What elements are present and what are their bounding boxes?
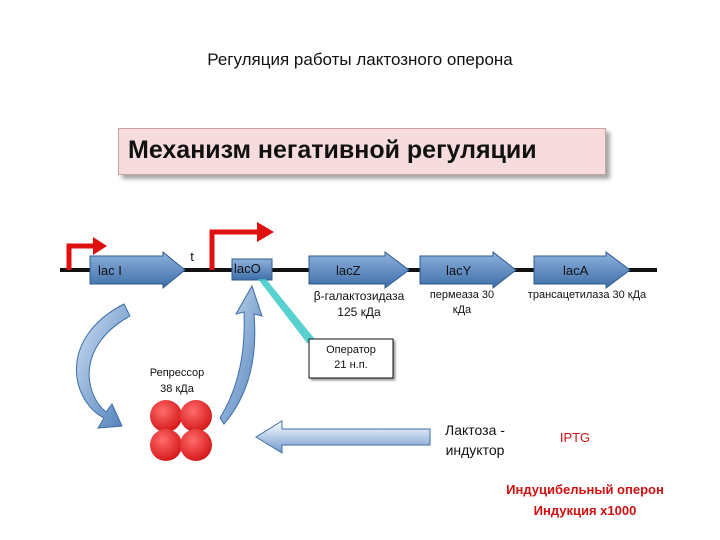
operator-label: Оператор — [326, 344, 376, 356]
gene-label-lacy: lacY — [446, 263, 472, 278]
operator-size: 21 н.п. — [334, 359, 368, 371]
slide-title: Регуляция работы лактозного оперона — [207, 50, 513, 69]
repressor-subunit-3 — [150, 429, 182, 461]
promoter-arrowhead-laco — [257, 222, 274, 242]
footer-line-1: Индуцибельный оперон — [506, 482, 664, 497]
promoter-arrow-laci — [66, 243, 96, 270]
t-label: t — [190, 249, 194, 264]
promoter-arrowhead-laci — [93, 237, 107, 255]
repressor-binding-arrow — [219, 284, 263, 425]
operator-callout — [258, 279, 318, 343]
gene-arrow-lacz — [308, 251, 410, 289]
mechanism-box — [118, 128, 606, 175]
product-laca: трансацетилаза 30 кДа — [527, 289, 647, 301]
operator-label-box — [308, 338, 394, 379]
gene-arrow-laci — [89, 250, 186, 290]
gene-arrow-laca — [533, 251, 631, 289]
gene-label-laco: lacO — [234, 261, 261, 276]
gene-label-lacz: lacZ — [336, 263, 361, 278]
repressor-subunit-2 — [180, 400, 212, 432]
inducer-arrow — [255, 420, 431, 454]
repressor-label: Репрессор — [149, 367, 205, 379]
gene-arrow-lacy — [419, 250, 517, 290]
repressor-synthesis-arrow — [76, 303, 131, 429]
inducer-label: Лактоза - индуктор — [445, 422, 505, 458]
operator-box — [231, 258, 273, 281]
product-lacy: пермеаза 30 кДа — [429, 289, 495, 316]
mechanism-title: Механизм негативной регуляции — [128, 136, 537, 164]
gene-label-laca: lacA — [563, 263, 589, 278]
promoter-arrow-laco — [209, 229, 260, 270]
footer-line-2: Индукция х1000 — [533, 503, 637, 518]
product-lacz: β-галактозидаза 125 кДа — [313, 289, 405, 319]
repressor-size: 38 кДа — [160, 383, 194, 395]
repressor-subunit-4 — [180, 429, 212, 461]
repressor-subunit-1 — [150, 400, 182, 432]
gene-label-laci: lac I — [98, 263, 122, 278]
iptg-label: IPTG — [559, 430, 591, 445]
